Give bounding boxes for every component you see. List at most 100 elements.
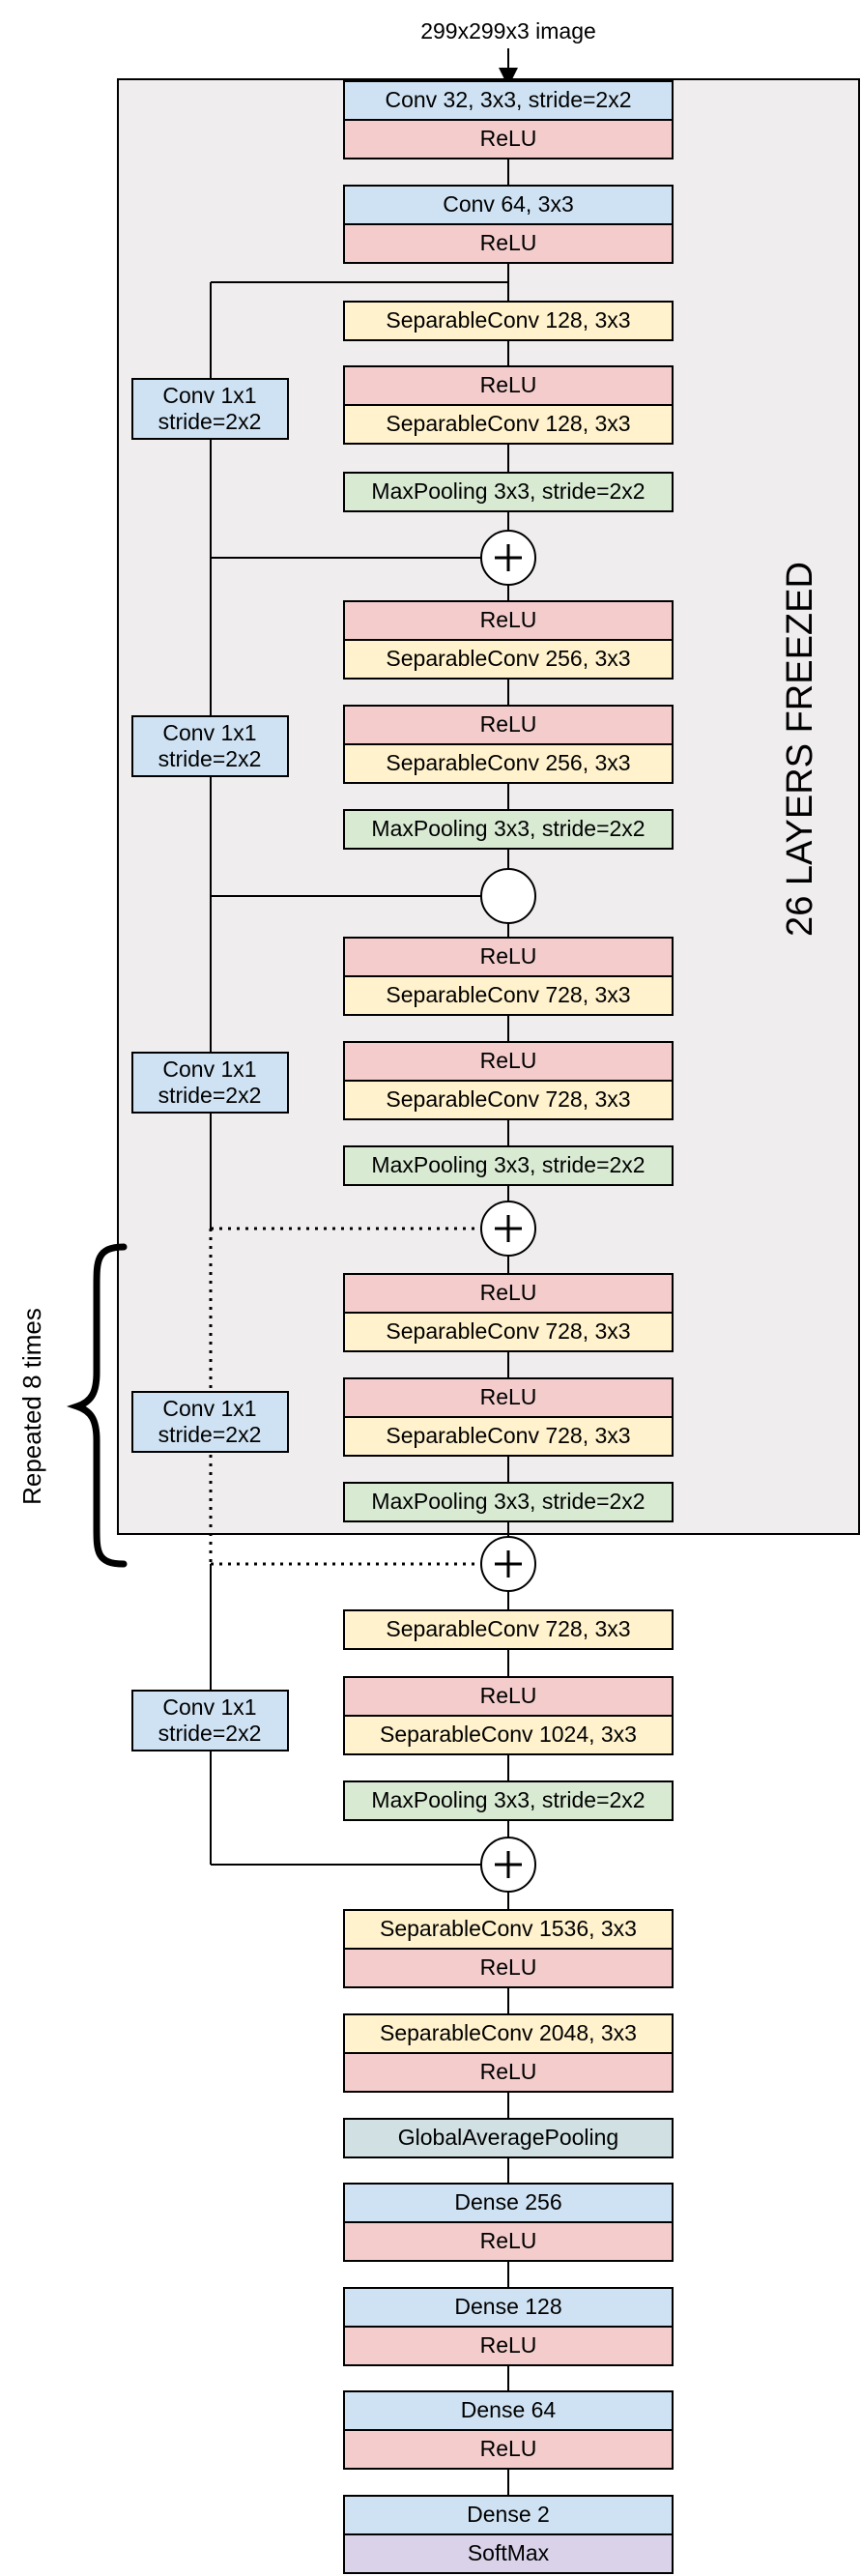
layer-label: ReLU xyxy=(480,2436,537,2461)
add-node xyxy=(480,1536,536,1592)
layer-box xyxy=(343,1080,674,1120)
layer-relu4: ReLU xyxy=(343,600,674,641)
layer-dense128: Dense 128 xyxy=(343,2287,674,2328)
layer-label: GlobalAveragePooling xyxy=(398,2125,618,2150)
layer-box xyxy=(343,119,674,159)
layer-gap: GlobalAveragePooling xyxy=(343,2118,674,2158)
layer-conv32: Conv 32, 3x3, stride=2x2 xyxy=(343,80,674,121)
layer-relu9: ReLU xyxy=(343,1377,674,1418)
layer-label: MaxPooling 3x3, stride=2x2 xyxy=(371,478,645,504)
plus-icon xyxy=(495,1550,522,1577)
layer-box xyxy=(343,809,674,850)
layer-sep728a: SeparableConv 728, 3x3 xyxy=(343,975,674,1016)
layer-box xyxy=(343,1909,674,1950)
shortcut-box xyxy=(131,1052,289,1114)
layer-box xyxy=(343,743,674,784)
layer-label: ReLU xyxy=(480,126,537,151)
frozen-label: 26 LAYERS FREEZED xyxy=(780,562,820,937)
layer-box xyxy=(343,2183,674,2223)
layer-relu6: ReLU xyxy=(343,937,674,977)
layer-box xyxy=(343,2533,674,2574)
layer-box xyxy=(343,937,674,977)
layer-label: SoftMax xyxy=(468,2540,550,2565)
shortcut-label-line1: Conv 1x1 xyxy=(162,383,256,408)
layer-relu2: ReLU xyxy=(343,223,674,264)
node-circle xyxy=(480,868,536,924)
layer-label: Dense 64 xyxy=(461,2397,557,2422)
layer-box xyxy=(343,223,674,264)
layer-box xyxy=(343,1377,674,1418)
layer-label: Conv 64, 3x3 xyxy=(443,191,574,217)
layer-label: Dense 128 xyxy=(454,2294,561,2319)
layer-label: ReLU xyxy=(480,607,537,632)
layer-box xyxy=(343,2429,674,2470)
layer-label: ReLU xyxy=(480,230,537,255)
layer-box xyxy=(343,2118,674,2158)
layer-box xyxy=(343,185,674,225)
layer-sep256b: SeparableConv 256, 3x3 xyxy=(343,743,674,784)
layer-relu10: ReLU xyxy=(343,1676,674,1717)
shortcut-label-line2: stride=2x2 xyxy=(158,1083,262,1108)
layer-label: SeparableConv 2048, 3x3 xyxy=(380,2020,637,2045)
layer-label: ReLU xyxy=(480,2228,537,2253)
layer-relu8: ReLU xyxy=(343,1273,674,1314)
layer-relu13: ReLU xyxy=(343,2221,674,2262)
layer-box xyxy=(343,301,674,341)
layer-label: SeparableConv 128, 3x3 xyxy=(386,411,630,436)
layer-sep728d: SeparableConv 728, 3x3 xyxy=(343,1416,674,1457)
layer-box xyxy=(343,1676,674,1717)
layer-label: ReLU xyxy=(480,711,537,737)
layer-box xyxy=(343,2326,674,2366)
layer-box xyxy=(343,2390,674,2431)
layer-sep1536: SeparableConv 1536, 3x3 xyxy=(343,1909,674,1950)
layer-label: ReLU xyxy=(480,943,537,969)
layer-dense2: Dense 2 xyxy=(343,2495,674,2535)
layer-label: SeparableConv 728, 3x3 xyxy=(386,1318,630,1344)
merge-node xyxy=(480,868,536,924)
layer-box xyxy=(343,1145,674,1186)
layer-sep728c: SeparableConv 728, 3x3 xyxy=(343,1312,674,1352)
layer-box xyxy=(343,2052,674,2093)
layer-sep256a: SeparableConv 256, 3x3 xyxy=(343,639,674,680)
input-label: 299x299x3 image xyxy=(420,18,596,43)
layer-label: MaxPooling 3x3, stride=2x2 xyxy=(371,1152,645,1177)
layer-box xyxy=(343,2013,674,2054)
plus-icon xyxy=(495,1851,522,1878)
shortcut-label-line2: stride=2x2 xyxy=(158,1422,262,1447)
add-node xyxy=(480,1837,536,1893)
layer-relu5: ReLU xyxy=(343,705,674,745)
add-node xyxy=(480,1201,536,1257)
shortcut-label-line1: Conv 1x1 xyxy=(162,1694,256,1720)
layer-relu1: ReLU xyxy=(343,119,674,159)
layer-box xyxy=(343,2221,674,2262)
layer-label: ReLU xyxy=(480,2332,537,2358)
layer-label: Dense 256 xyxy=(454,2189,561,2214)
layer-box xyxy=(343,1715,674,1755)
layer-label: Dense 2 xyxy=(467,2502,550,2527)
shortcut-box xyxy=(131,378,289,440)
layer-sep1024: SeparableConv 1024, 3x3 xyxy=(343,1715,674,1755)
layer-label: SeparableConv 128, 3x3 xyxy=(386,307,630,333)
layer-relu7: ReLU xyxy=(343,1041,674,1082)
layer-relu12: ReLU xyxy=(343,2052,674,2093)
layer-box xyxy=(343,639,674,680)
layer-pool5: MaxPooling 3x3, stride=2x2 xyxy=(343,1780,674,1821)
layer-box xyxy=(343,1041,674,1082)
layer-box xyxy=(343,705,674,745)
shortcut-label-line2: stride=2x2 xyxy=(158,746,262,771)
layer-relu11: ReLU xyxy=(343,1948,674,1988)
repeat-label: Repeated 8 times xyxy=(17,1308,46,1505)
layer-label: SeparableConv 1536, 3x3 xyxy=(380,1916,637,1941)
layer-label: Conv 32, 3x3, stride=2x2 xyxy=(385,87,631,112)
layer-box xyxy=(343,1416,674,1457)
shortcut-box xyxy=(131,1690,289,1751)
repeat-brace xyxy=(66,1243,128,1568)
layer-label: MaxPooling 3x3, stride=2x2 xyxy=(371,1489,645,1514)
layer-label: ReLU xyxy=(480,372,537,397)
shortcut-label-line2: stride=2x2 xyxy=(158,409,262,434)
